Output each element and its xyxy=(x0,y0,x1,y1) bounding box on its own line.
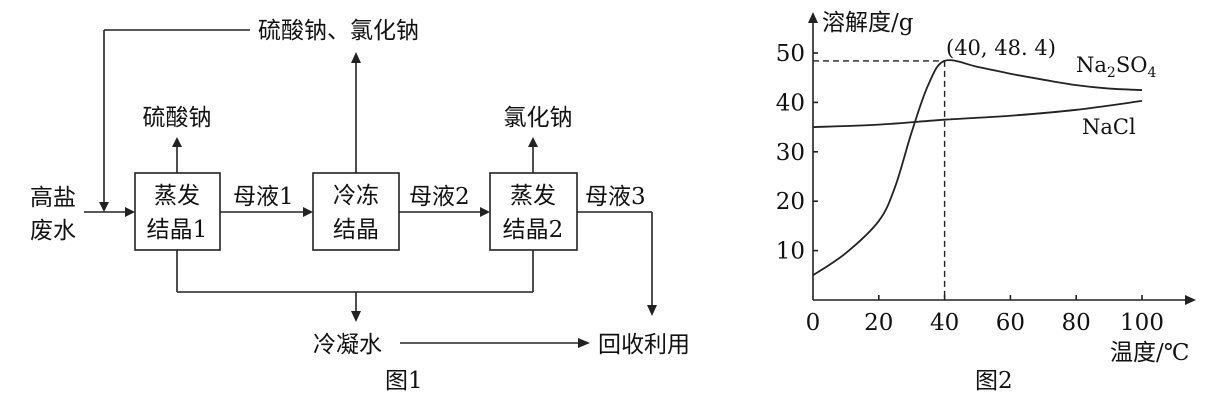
process-flow-diagram: 蒸发 结晶1 冷冻 结晶 蒸发 结晶2 高盐 废水 硫酸钠、氯化钠 硫酸钠 氯化… xyxy=(30,18,690,394)
y-axis-arrowhead xyxy=(808,12,818,23)
x-tick-label: 20 xyxy=(864,310,893,336)
y-tick-label: 20 xyxy=(776,189,805,215)
evaporation-crystallization-1-box xyxy=(134,172,221,251)
figure1-caption: 图1 xyxy=(385,368,423,394)
y-tick-label: 10 xyxy=(776,239,805,265)
condensate-to-recycle-arrowhead xyxy=(578,338,590,348)
input-label-line1: 高盐 xyxy=(30,185,76,211)
box1-product-label: 硫酸钠 xyxy=(143,105,212,131)
nacl-solubility-curve xyxy=(812,100,1143,128)
condensate-label: 冷凝水 xyxy=(313,332,382,358)
box2-line1: 冷冻 xyxy=(333,183,379,209)
mother-liquor-2-label: 母液2 xyxy=(409,184,470,210)
x-tick-label: 80 xyxy=(1062,310,1091,336)
mother-liquor-3-label: 母液3 xyxy=(585,184,646,210)
series-label-nacl: NaCl xyxy=(1082,115,1136,139)
box1-line1: 蒸发 xyxy=(154,183,200,209)
na2so4-solubility-curve xyxy=(812,59,1143,277)
y-tick-label: 40 xyxy=(776,90,805,116)
box3-line2: 结晶2 xyxy=(503,217,564,243)
mother3-arrowhead xyxy=(647,305,657,316)
box3-line1: 蒸发 xyxy=(510,183,556,209)
series-label-na2so4: Na2SO4 xyxy=(1076,53,1156,81)
box3-up-arrowhead xyxy=(528,137,538,147)
input-arrowhead xyxy=(125,207,135,217)
x-tick-label: 0 xyxy=(806,310,821,336)
box3-product-label: 氯化钠 xyxy=(504,105,573,131)
mother1-arrowhead xyxy=(303,207,313,217)
mother2-arrowhead xyxy=(480,207,490,217)
recycle-arrowhead xyxy=(99,202,109,212)
box1-up-arrowhead xyxy=(172,137,182,147)
condensate-arrowhead xyxy=(351,311,361,322)
box1-line2: 结晶1 xyxy=(147,217,208,243)
y-axis-label: 溶解度/g xyxy=(822,10,914,36)
series-curves xyxy=(812,59,1143,277)
y-tick-label: 50 xyxy=(776,41,805,67)
annotation-label: (40, 48. 4) xyxy=(946,36,1056,60)
annotation-guides xyxy=(813,60,946,300)
figure2-caption: 图2 xyxy=(975,368,1013,394)
x-tick-label: 40 xyxy=(930,310,959,336)
output-top-label: 硫酸钠、氯化钠 xyxy=(258,18,419,44)
solubility-chart: 0 20 40 60 80 100 10 20 30 40 50 溶解度/g 温度/℃ (40, 4… xyxy=(776,10,1196,394)
box2-up-arrowhead xyxy=(351,52,361,63)
input-label-line2: 废水 xyxy=(30,218,76,244)
x-tick-label: 60 xyxy=(996,310,1025,336)
mother-liquor-1-label: 母液1 xyxy=(233,184,294,210)
x-axis-label: 温度/℃ xyxy=(1110,340,1189,366)
box2-line2: 结晶 xyxy=(333,217,379,243)
x-tick-label: 100 xyxy=(1120,310,1164,336)
x-axis-arrowhead xyxy=(1185,295,1196,305)
freezing-crystallization-box xyxy=(312,172,400,251)
y-tick-label: 30 xyxy=(776,140,805,166)
recycle-label: 回收利用 xyxy=(598,332,690,358)
axis-ticks: 0 20 40 60 80 100 10 20 30 40 50 xyxy=(776,41,1164,336)
